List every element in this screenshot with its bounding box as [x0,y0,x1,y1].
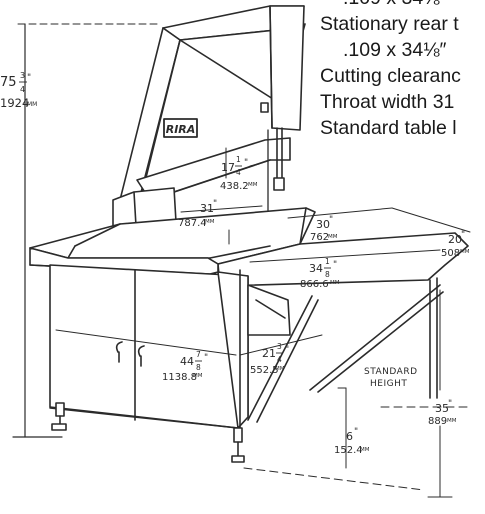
svg-text:MM: MM [205,219,215,225]
svg-text:787.4: 787.4 [178,218,207,229]
svg-text:7: 7 [196,350,201,359]
dim-throat-width: 31 " 787.4 MM [178,199,217,229]
svg-text:": " [27,73,31,83]
dim-base-depth: 21 3 4 " 552.5 MM [250,342,289,376]
svg-text:1: 1 [236,155,241,164]
logo-text: RIRA [166,123,196,136]
svg-text:MM: MM [447,418,457,424]
svg-text:762: 762 [310,232,329,243]
svg-text:1: 1 [325,257,330,266]
dim-standard-height: 35 " 889 MM [428,399,457,427]
svg-text:8: 8 [325,270,330,279]
svg-text:34: 34 [309,262,323,275]
svg-text:17: 17 [221,161,235,174]
svg-text:MM: MM [328,234,338,240]
dim-standard-height-label: STANDARD HEIGHT [364,367,418,389]
spec-line-4: Cutting clearanc [320,65,461,87]
svg-text:6: 6 [346,430,353,443]
svg-text:438.2: 438.2 [220,181,249,192]
svg-text:MM: MM [193,373,203,379]
svg-text:508: 508 [441,248,460,259]
svg-text:3: 3 [277,342,282,351]
svg-text:MM: MM [330,280,340,286]
svg-text:30: 30 [316,218,330,231]
dim-throat-height: 17 1 4 " 438.2 MM [220,155,258,192]
svg-text:44: 44 [180,355,194,368]
spec-line-5: Throat width 31 [320,91,455,113]
svg-text:8: 8 [196,363,201,372]
svg-text:3: 3 [20,71,25,80]
svg-text:": " [204,353,208,363]
dim-table-depth: 30 " 762 MM [310,215,338,243]
svg-text:20: 20 [448,233,462,246]
svg-text:1924: 1924 [0,96,29,110]
svg-text:": " [244,158,248,168]
svg-text:": " [285,345,289,355]
svg-text:4: 4 [236,168,241,177]
svg-text:4: 4 [277,355,282,364]
svg-text:": " [213,199,217,209]
svg-text:21: 21 [262,347,276,360]
svg-text:": " [461,230,465,240]
spec-line-1: .109 x 34⅛″ [343,0,446,9]
svg-text:75: 75 [0,75,17,90]
spec-line-6: Standard table l [320,117,457,139]
dim-table-width: 34 1 8 " 866.6 MM [300,257,340,290]
svg-text:35: 35 [435,402,449,415]
svg-text:HEIGHT: HEIGHT [370,379,407,389]
dim-overall-height: 75 3 4 " 1924 MM [0,71,37,110]
dim-rear-table: 20 " 508 MM [441,230,470,259]
dim-base-width: 44 7 8 " 1138.8 MM [162,350,208,383]
svg-text:MM: MM [275,366,285,372]
svg-text:889: 889 [428,416,447,427]
svg-text:": " [333,260,337,270]
svg-text:4: 4 [20,85,25,94]
svg-text:1138.8: 1138.8 [162,372,197,383]
spec-line-2: Stationary rear t [320,13,459,35]
dim-foot-adjust: 6 " 152.4 MM [334,427,370,456]
svg-text:MM: MM [27,101,37,108]
svg-text:MM: MM [460,249,470,255]
svg-text:552.5: 552.5 [250,365,279,376]
svg-text:866.6: 866.6 [300,279,329,290]
svg-text:152.4: 152.4 [334,445,363,456]
svg-text:": " [329,215,333,225]
svg-text:MM: MM [248,182,258,188]
svg-text:STANDARD: STANDARD [364,367,418,377]
svg-text:": " [448,399,452,409]
spec-line-3: .109 x 34⅛″ [343,39,447,61]
svg-text:31: 31 [200,202,214,215]
svg-text:": " [354,427,358,437]
svg-text:MM: MM [360,447,370,453]
